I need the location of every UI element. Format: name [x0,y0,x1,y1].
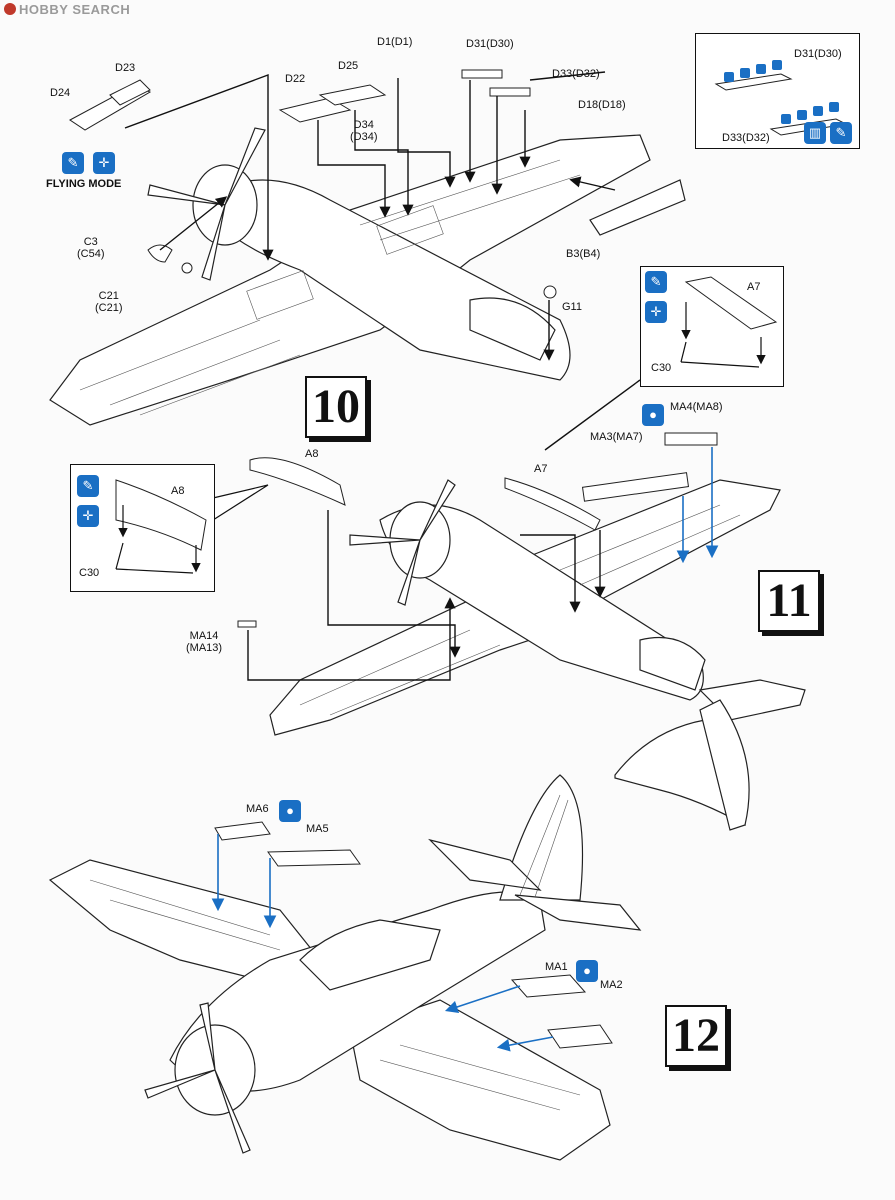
label-d25: D25 [338,60,359,72]
step11-parts [237,432,718,628]
inset-label-c30: C30 [79,567,100,579]
inset-a7: ✎ ✛ A7 C30 [640,266,784,387]
label-d18: D18(D18) [578,99,626,111]
paint-icon: ✎ [62,152,84,174]
label-ma6: MA6 [246,803,269,815]
decal-icon: ● [642,404,664,426]
label-a8: A8 [305,448,319,460]
step10-panel-lines [79,159,581,416]
label-d34: D34 (D34) [350,119,378,143]
step11-leaders [247,379,641,681]
label-d31: D31(D30) [466,38,514,50]
inset-pointers [212,484,269,522]
step11-aircraft [269,479,806,831]
flying-mode-label: FLYING MODE [46,178,122,190]
label-d22: D22 [285,73,306,85]
label-ma5: MA5 [306,823,329,835]
step12-decals [214,821,613,1049]
label-g11: G11 [562,301,582,313]
inset-a8: ✎ ✛ A8 C30 [70,464,215,592]
step12-decal-leaders [211,834,554,1052]
label-d33: D33(D32) [552,68,600,80]
sand-icon: ▥ [804,122,826,144]
flying-mode-icon: ✛ [93,152,115,174]
inset-a7-drawing [680,276,778,368]
label-a7: A7 [534,463,548,475]
label-d24: D24 [50,87,71,99]
inset-label-d31: D31(D30) [794,48,842,60]
inset-a8-drawing [115,479,207,574]
step10-leaders [124,71,616,361]
step11-decal-leaders [676,447,719,564]
inset-d31-d33: D31(D30) D33(D32) ▥ ✎ [695,33,860,149]
label-ma1: MA1 [545,961,568,973]
step-number-12: 12 [665,1005,727,1067]
label-d23: D23 [115,62,136,74]
step12-aircraft [48,774,642,1161]
step10-aircraft [49,127,686,426]
inset-label-d33: D33(D32) [722,132,770,144]
inset-label-a8: A8 [171,485,185,497]
label-ma2: MA2 [600,979,623,991]
step12-panel-lines [89,794,581,1111]
paint-icon: ✎ [830,122,852,144]
decal-icon: ● [279,800,301,822]
label-d1: D1(D1) [377,36,413,48]
flying-mode-icon: ✛ [645,301,667,323]
paint-icon: ✎ [77,475,99,497]
label-ma3: MA3(MA7) [590,431,643,443]
paint-icon: ✎ [645,271,667,293]
step10-parts [69,69,557,299]
inset-label-a7: A7 [747,281,761,293]
label-c3: C3 (C54) [77,236,105,260]
watermark: HOBBY SEARCH [4,2,130,17]
inset-label-c30: C30 [651,362,672,374]
label-b3: B3(B4) [566,248,601,260]
flying-mode-icon: ✛ [77,505,99,527]
label-ma14: MA14 (MA13) [186,630,223,654]
step-number-11: 11 [758,570,820,632]
step-number-10: 10 [305,376,367,438]
label-c21: C21 (C21) [95,290,123,314]
label-ma4: MA4(MA8) [670,401,723,413]
decal-icon: ● [576,960,598,982]
hobby-search-logo-icon [4,3,16,15]
